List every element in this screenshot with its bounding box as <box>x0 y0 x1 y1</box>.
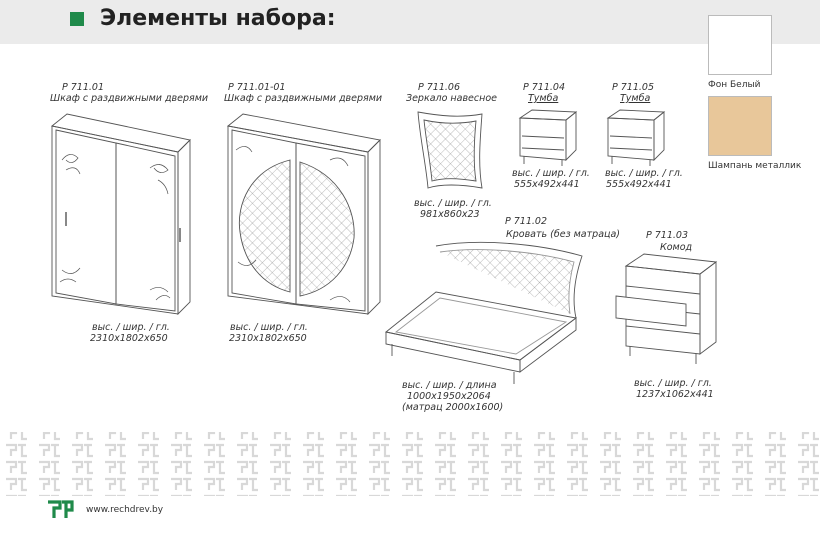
item-dims: 1000х1950х2064 <box>407 391 491 402</box>
watermark-pattern <box>0 432 820 496</box>
nightstand-2-drawing <box>606 109 666 166</box>
dresser-drawing <box>615 253 718 364</box>
item-code: Р 711.04 <box>523 82 565 93</box>
item-dims-label: выс. / шир. / гл. <box>512 168 590 179</box>
bed-drawing <box>384 241 583 384</box>
item-code: Р 711.05 <box>612 82 654 93</box>
mirror-drawing <box>417 111 483 189</box>
header-accent-square <box>70 12 84 26</box>
header-band <box>0 0 820 44</box>
item-dims: 981х860х23 <box>420 209 480 220</box>
page-title: Элементы набора: <box>100 6 336 31</box>
item-extra: (матрац 2000х1600) <box>402 402 504 413</box>
item-name: Зеркало навесное <box>406 93 497 104</box>
item-code: Р 711.01 <box>62 82 104 93</box>
item-dims-label: выс. / шир. / гл. <box>230 322 308 333</box>
item-dims-label: выс. / шир. / гл. <box>414 198 492 209</box>
website-link[interactable]: www.rechdrev.by <box>86 505 164 515</box>
item-dims-label: выс. / шир. / гл. <box>634 378 712 389</box>
wardrobe-plain-drawing <box>50 113 191 316</box>
item-dims: 555х492х441 <box>514 179 580 190</box>
item-code: Р 711.03 <box>646 230 688 241</box>
wardrobe-oval-drawing <box>226 113 381 316</box>
item-dims-label: выс. / шир. / гл. <box>92 322 170 333</box>
swatch-champagne-label: Шампань металлик <box>708 161 802 171</box>
swatch-champagne <box>708 96 772 156</box>
swatch-white <box>708 15 772 75</box>
item-dims-label: выс. / шир. / длина <box>402 380 497 391</box>
item-name: Тумба <box>620 93 651 104</box>
item-name: Кровать (без матраца) <box>506 229 621 240</box>
item-dims-label: выс. / шир. / гл. <box>605 168 683 179</box>
item-name: Шкаф с раздвижными дверями <box>224 93 383 104</box>
item-name: Тумба <box>528 93 559 104</box>
item-code: Р 711.02 <box>505 216 547 227</box>
item-name: Шкаф с раздвижными дверями <box>50 93 209 104</box>
item-code: Р 711.01-01 <box>228 82 286 93</box>
item-name: Комод <box>660 242 693 253</box>
nightstand-1-drawing <box>518 109 578 166</box>
item-dims: 555х492х441 <box>606 179 672 190</box>
item-dims: 1237х1062х441 <box>636 389 714 400</box>
item-code: Р 711.06 <box>418 82 460 93</box>
swatch-white-label: Фон Белый <box>708 80 761 90</box>
footer-logo-icon <box>48 500 74 518</box>
item-dims: 2310х1802х650 <box>229 333 307 344</box>
item-dims: 2310х1802х650 <box>90 333 168 344</box>
